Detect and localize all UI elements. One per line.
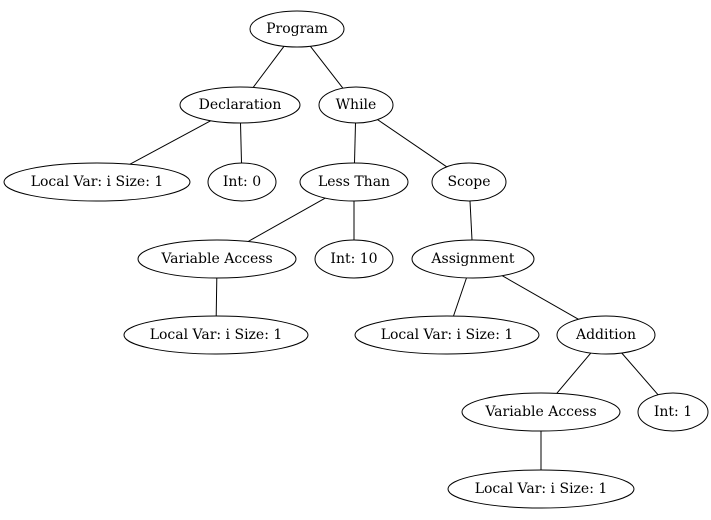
node-ellipse [299, 162, 409, 202]
node-label: Variable Access [484, 404, 596, 420]
node-local-var-2: Local Var: i Size: 1 [123, 315, 309, 355]
node-variable-access-1: Variable Access [137, 239, 297, 279]
node-scope: Scope [431, 162, 507, 202]
node-label: Scope [447, 174, 490, 190]
node-variable-access-2: Variable Access [461, 392, 621, 432]
node-ellipse [447, 469, 635, 509]
node-ellipse [318, 86, 394, 124]
node-int-0: Int: 0 [207, 162, 277, 202]
node-label: Local Var: i Size: 1 [150, 327, 283, 343]
node-ellipse [354, 315, 540, 355]
edge-addition-to-int-1 [621, 352, 659, 396]
node-ellipse [556, 315, 656, 355]
edge-while-to-scope [377, 119, 447, 168]
node-ellipse [179, 86, 301, 124]
node-int-10: Int: 10 [314, 239, 394, 279]
edge-less-than-to-variable-access-1 [247, 197, 326, 242]
node-label: Declaration [199, 97, 282, 113]
node-label: Variable Access [160, 251, 272, 267]
node-ellipse [431, 162, 507, 202]
node-label: Local Var: i Size: 1 [381, 327, 514, 343]
node-label: Less Than [318, 174, 390, 190]
node-label: Assignment [430, 251, 515, 267]
node-addition: Addition [556, 315, 656, 355]
node-label: Local Var: i Size: 1 [475, 481, 608, 497]
edge-while-to-less-than [354, 122, 356, 164]
node-label: Int: 0 [223, 174, 261, 190]
node-while: While [318, 86, 394, 124]
node-ellipse [137, 239, 297, 279]
node-int-1: Int: 1 [637, 392, 709, 432]
node-local-var-3: Local Var: i Size: 1 [354, 315, 540, 355]
node-ellipse [314, 239, 394, 279]
node-label: Program [266, 21, 328, 37]
node-ellipse [411, 239, 535, 279]
edge-addition-to-variable-access-2 [556, 352, 592, 394]
node-label: While [336, 97, 377, 113]
node-label: Int: 10 [330, 251, 377, 267]
node-declaration: Declaration [179, 86, 301, 124]
node-ellipse [249, 10, 345, 48]
edge-variable-access-1-to-local-var-2 [215, 277, 218, 317]
node-label: Local Var: i Size: 1 [31, 174, 164, 190]
node-ellipse [637, 392, 709, 432]
edge-declaration-to-int-0 [240, 122, 242, 164]
node-assignment: Assignment [411, 239, 535, 279]
node-ellipse [123, 315, 309, 355]
node-label: Int: 1 [654, 404, 692, 420]
edge-assignment-to-local-var-3 [453, 277, 467, 317]
node-ellipse [3, 162, 191, 202]
node-label: Addition [575, 327, 636, 343]
node-ellipse [461, 392, 621, 432]
edges-layer [129, 45, 659, 470]
edge-scope-to-assignment [469, 200, 473, 241]
edge-assignment-to-addition [501, 275, 579, 320]
node-local-var-4: Local Var: i Size: 1 [447, 469, 635, 509]
node-less-than: Less Than [299, 162, 409, 202]
edge-program-to-while [310, 45, 344, 89]
edge-declaration-to-local-var-1 [129, 120, 212, 165]
edge-program-to-declaration [252, 46, 285, 88]
node-program: Program [249, 10, 345, 48]
node-ellipse [207, 162, 277, 202]
node-local-var-1: Local Var: i Size: 1 [3, 162, 191, 202]
